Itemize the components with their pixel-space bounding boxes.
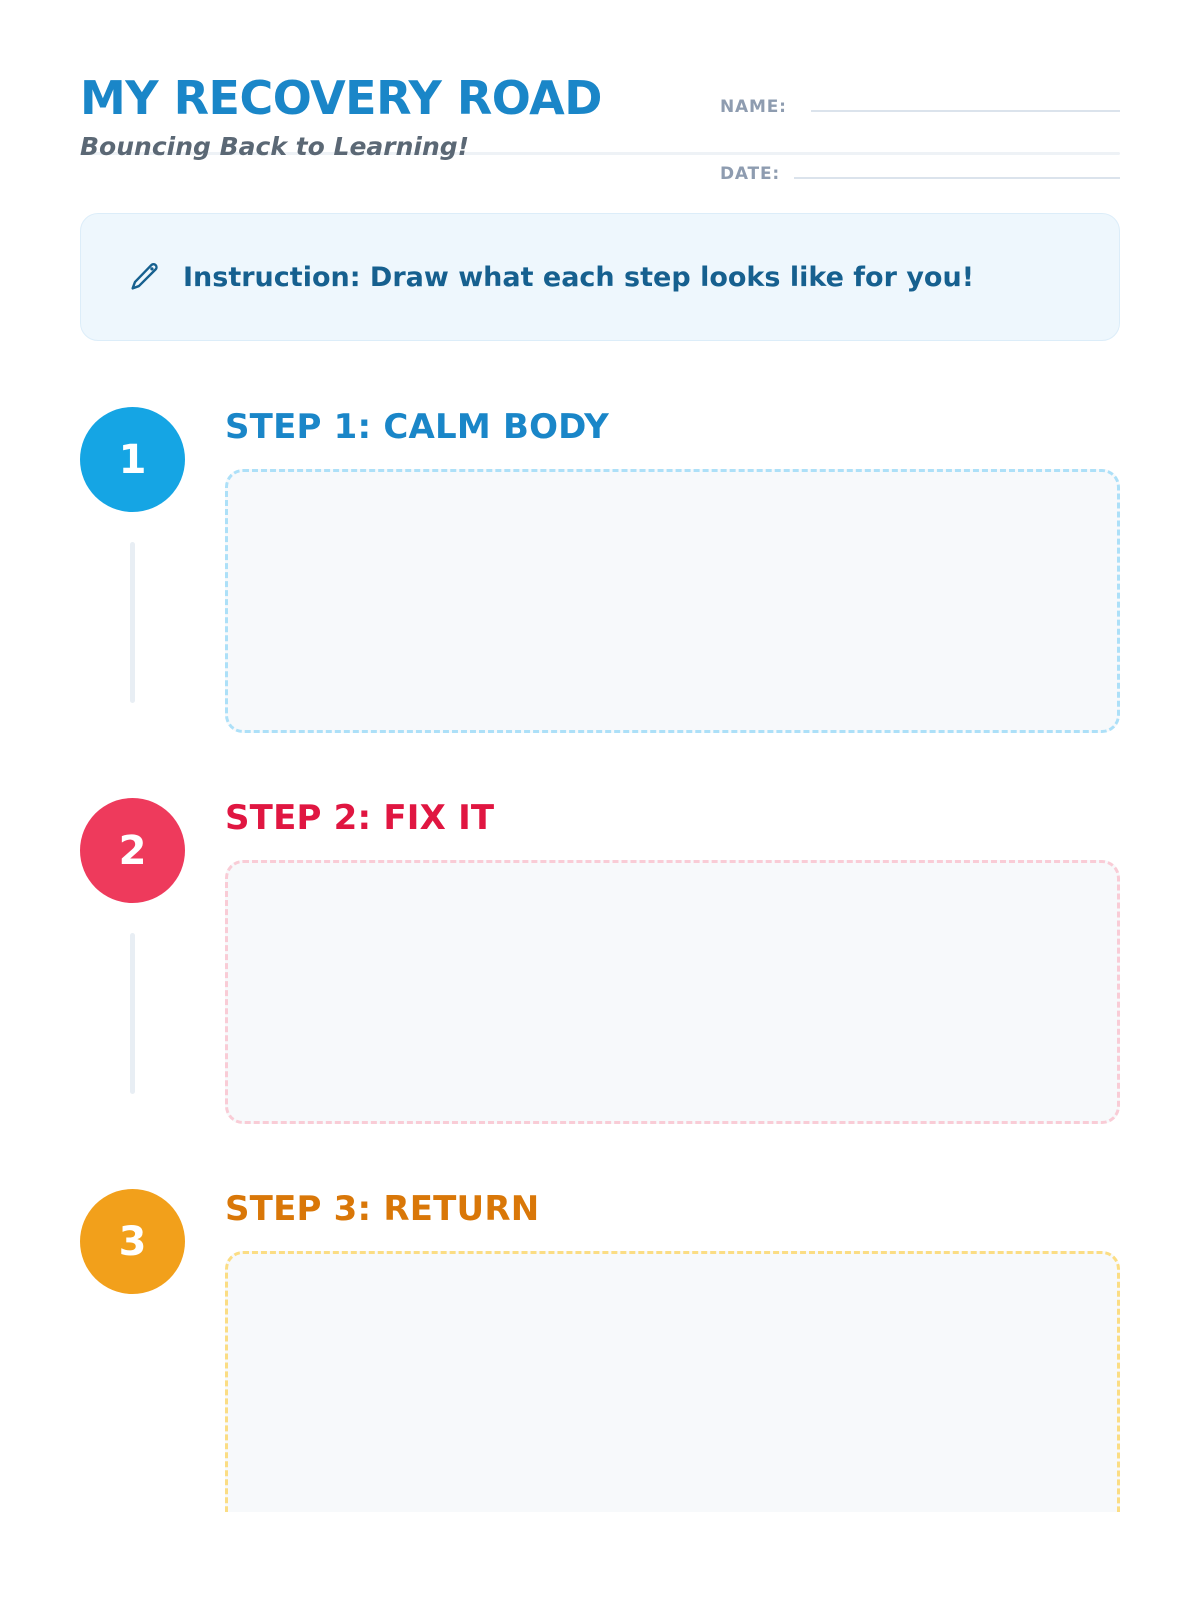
step-item-1: 1 STEP 1: CALM BODY: [80, 407, 1120, 733]
step-gutter-3: 3: [80, 1189, 225, 1512]
drawing-area-2[interactable]: [225, 860, 1120, 1124]
student-info-block: NAME: DATE:: [720, 72, 1120, 184]
pencil-icon: [131, 263, 158, 290]
title-block: MY RECOVERY ROAD Bouncing Back to Learni…: [80, 72, 602, 162]
step-body-1: STEP 1: CALM BODY: [225, 407, 1120, 733]
steps-list: 1 STEP 1: CALM BODY 2 STEP 2: FIX IT 3: [80, 407, 1120, 1512]
step-number-badge-3: 3: [80, 1189, 185, 1294]
header-divider: [80, 152, 1120, 155]
name-field-row: NAME:: [720, 88, 1120, 117]
step-body-3: STEP 3: RETURN: [225, 1189, 1120, 1512]
name-label: NAME:: [720, 97, 787, 117]
step-title-3: STEP 3: RETURN: [225, 1189, 540, 1229]
step-title-1: STEP 1: CALM BODY: [225, 407, 609, 447]
step-item-2: 2 STEP 2: FIX IT: [80, 798, 1120, 1124]
step-gutter-2: 2: [80, 798, 225, 1124]
page-title: MY RECOVERY ROAD: [80, 71, 602, 125]
name-input[interactable]: [810, 88, 1120, 112]
drawing-area-1[interactable]: [225, 469, 1120, 733]
date-field-row: DATE:: [720, 155, 1120, 184]
step-connector-1: [130, 542, 135, 703]
step-item-3: 3 STEP 3: RETURN: [80, 1189, 1120, 1512]
instruction-banner: Instruction: Draw what each step looks l…: [80, 213, 1120, 341]
drawing-area-3[interactable]: [225, 1251, 1120, 1512]
date-label: DATE:: [720, 164, 780, 184]
date-input[interactable]: [793, 155, 1120, 179]
step-connector-2: [130, 933, 135, 1094]
step-body-2: STEP 2: FIX IT: [225, 798, 1120, 1124]
step-number-badge-2: 2: [80, 798, 185, 903]
worksheet-header: MY RECOVERY ROAD Bouncing Back to Learni…: [80, 0, 1120, 184]
step-gutter-1: 1: [80, 407, 225, 733]
step-title-2: STEP 2: FIX IT: [225, 798, 495, 838]
step-number-badge-1: 1: [80, 407, 185, 512]
instruction-text: Instruction: Draw what each step looks l…: [183, 261, 975, 293]
page-subtitle: Bouncing Back to Learning!: [80, 132, 470, 161]
